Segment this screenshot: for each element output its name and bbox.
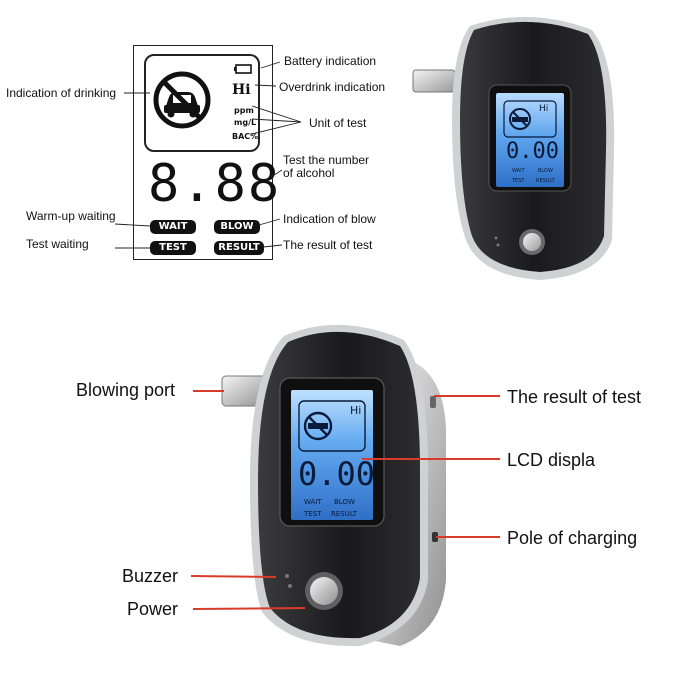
small-hi-text: Hi bbox=[539, 104, 549, 114]
small-blow-label: BLOW bbox=[538, 168, 553, 174]
large-blow-label: BLOW bbox=[334, 498, 355, 506]
label-test-number-line1: Test the number bbox=[283, 153, 370, 167]
label-indication-drinking: Indication of drinking bbox=[6, 86, 117, 100]
battery-icon bbox=[234, 64, 252, 74]
label-test-number-line2: of alcohol bbox=[283, 166, 335, 180]
label-lcd-display: LCD displa bbox=[507, 450, 596, 470]
label-warmup-waiting: Warm-up waiting bbox=[26, 209, 116, 223]
label-indication-of-blow: Indication of blow bbox=[283, 212, 376, 226]
label-overdrink-indication: Overdrink indication bbox=[279, 80, 386, 94]
large-wait-label: WAIT bbox=[304, 498, 322, 506]
small-wait-label: WAIT bbox=[512, 168, 525, 174]
small-lcd-digits: 0.00 bbox=[506, 139, 559, 164]
label-battery-indication: Battery indication bbox=[284, 54, 377, 68]
large-test-label: TEST bbox=[304, 510, 322, 518]
wait-indicator: WAIT bbox=[150, 220, 196, 234]
label-pole-of-charging: Pole of charging bbox=[507, 528, 638, 548]
result-indicator: RESULT bbox=[214, 241, 264, 255]
unit-bac: BAC% bbox=[232, 132, 259, 141]
no-drink-driving-icon bbox=[153, 71, 211, 129]
lcd-icon-box: Hi ppm mg/L BAC% bbox=[144, 54, 260, 152]
label-power: Power bbox=[127, 599, 179, 619]
unit-ppm: ppm bbox=[234, 106, 254, 115]
label-unit-of-test: Unit of test bbox=[309, 116, 367, 130]
lcd-diagram-panel: Hi ppm mg/L BAC% 8.88 WAIT BLOW TEST RES… bbox=[133, 45, 282, 260]
small-test-label: TEST bbox=[512, 178, 525, 184]
large-lcd-digits: 0.00 bbox=[298, 455, 376, 493]
test-indicator: TEST bbox=[150, 241, 196, 255]
small-result-label: RESULT bbox=[536, 178, 555, 184]
lcd-seven-segment-digits: 8.88 bbox=[148, 154, 282, 214]
unit-mg-l: mg/L bbox=[234, 118, 257, 127]
label-result-of-test-small: The result of test bbox=[283, 238, 373, 252]
large-hi-text: Hi bbox=[350, 404, 362, 417]
label-blowing-port: Blowing port bbox=[76, 380, 176, 400]
blow-indicator: BLOW bbox=[214, 220, 260, 234]
overdrink-hi-text: Hi bbox=[232, 82, 251, 98]
label-test-waiting: Test waiting bbox=[26, 237, 89, 251]
label-result-of-test-large: The result of test bbox=[507, 387, 642, 407]
label-buzzer: Buzzer bbox=[122, 566, 179, 586]
large-result-label: RESULT bbox=[331, 510, 358, 518]
